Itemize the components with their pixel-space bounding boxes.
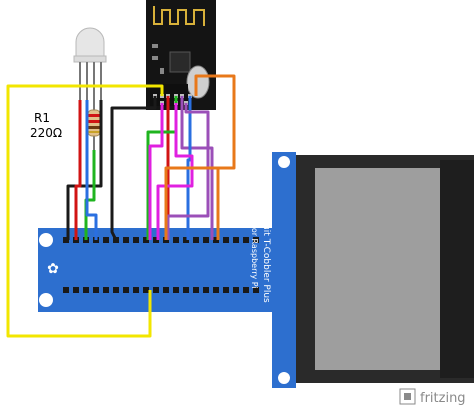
- cobbler-title: Adafruit T-Cobbler Plus: [261, 200, 271, 303]
- cobbler-pcb: [38, 152, 296, 388]
- wire-yellow-power: [6, 84, 164, 338]
- wire-magenta-rf: [156, 103, 194, 240]
- gpio-pin: [143, 237, 149, 243]
- fritzing-text: fritzing: [420, 391, 466, 406]
- smd-component: [160, 68, 164, 74]
- wire-purple-rf-loop: [166, 103, 210, 240]
- wire-purple-rf: [180, 96, 214, 240]
- wire-red-led: [74, 100, 82, 240]
- gpio-pin: [203, 287, 209, 293]
- adafruit-logo-icon: ✿: [47, 261, 59, 277]
- gpio-pin: [83, 287, 89, 293]
- crystal-oscillator: [186, 65, 210, 99]
- gpio-pin: [233, 287, 239, 293]
- wire-orange-branch: [164, 166, 218, 240]
- mount-hole: [278, 372, 290, 384]
- gpio-pin: [173, 237, 179, 243]
- gpio-pin: [153, 287, 159, 293]
- gpio-pin: [73, 287, 79, 293]
- rgb-led: [73, 27, 107, 100]
- gpio-pin: [233, 237, 239, 243]
- resistor-name: R1: [34, 111, 50, 125]
- gpio-pin: [133, 237, 139, 243]
- gpio-pin: [103, 237, 109, 243]
- gpio-pin: [153, 237, 159, 243]
- wire-black-rf-ground: [110, 96, 157, 241]
- wire-orange-rf: [194, 74, 236, 240]
- gpio-pin: [253, 237, 259, 243]
- wire-blue-led: [85, 100, 98, 240]
- wire-blue-rf: [186, 96, 192, 240]
- resistor-band: [88, 126, 100, 129]
- gpio-pin: [193, 287, 199, 293]
- gpio-pin: [93, 287, 99, 293]
- rf-module: [146, 0, 216, 110]
- fritzing-logo-icon-inner: [404, 393, 411, 400]
- gpio-pin: [213, 287, 219, 293]
- resistor-band: [88, 114, 100, 117]
- gpio-pin: [253, 287, 259, 293]
- gpio-pin: [163, 287, 169, 293]
- led-dome: [75, 27, 105, 59]
- gpio-pin: [243, 287, 249, 293]
- wire-black-led-ground: [66, 100, 103, 240]
- gpio-pin: [103, 287, 109, 293]
- gpio-pin-row-bottom: [63, 287, 259, 293]
- gpio-pin: [143, 287, 149, 293]
- cobbler-subtitle: for Raspberry Pi: [250, 225, 259, 289]
- gpio-pin: [173, 287, 179, 293]
- wire-green-led: [84, 150, 96, 240]
- mount-hole: [278, 156, 290, 168]
- resistor-value: 220Ω: [30, 126, 62, 140]
- gpio-pin: [203, 237, 209, 243]
- mount-hole: [39, 293, 53, 307]
- ribbon-cable: [296, 155, 474, 383]
- resistor-band: [88, 120, 100, 123]
- smd-component: [152, 44, 158, 48]
- gpio-pin: [223, 287, 229, 293]
- gpio-pin: [63, 237, 69, 243]
- smd-component: [152, 56, 158, 60]
- gpio-pin: [213, 237, 219, 243]
- antenna-trace-icon: [153, 6, 205, 26]
- gpio-pin: [113, 287, 119, 293]
- gpio-pin: [183, 287, 189, 293]
- led-rim: [73, 55, 107, 63]
- wires: [6, 74, 236, 338]
- gpio-pin: [183, 237, 189, 243]
- rf-chip: [169, 51, 191, 73]
- gpio-pin: [63, 287, 69, 293]
- resistor-band: [88, 131, 100, 133]
- gpio-pin: [123, 287, 129, 293]
- resistor-r1: R1 220Ω: [30, 100, 101, 150]
- gpio-pin: [123, 237, 129, 243]
- ribbon-cable-connector: [440, 160, 474, 378]
- gpio-pin: [223, 237, 229, 243]
- gpio-pin: [193, 237, 199, 243]
- gpio-pin: [133, 287, 139, 293]
- wire-magenta-rf-vertical: [148, 103, 164, 240]
- gpio-pin: [243, 237, 249, 243]
- mount-hole: [39, 233, 53, 247]
- fritzing-watermark: fritzing: [399, 388, 466, 406]
